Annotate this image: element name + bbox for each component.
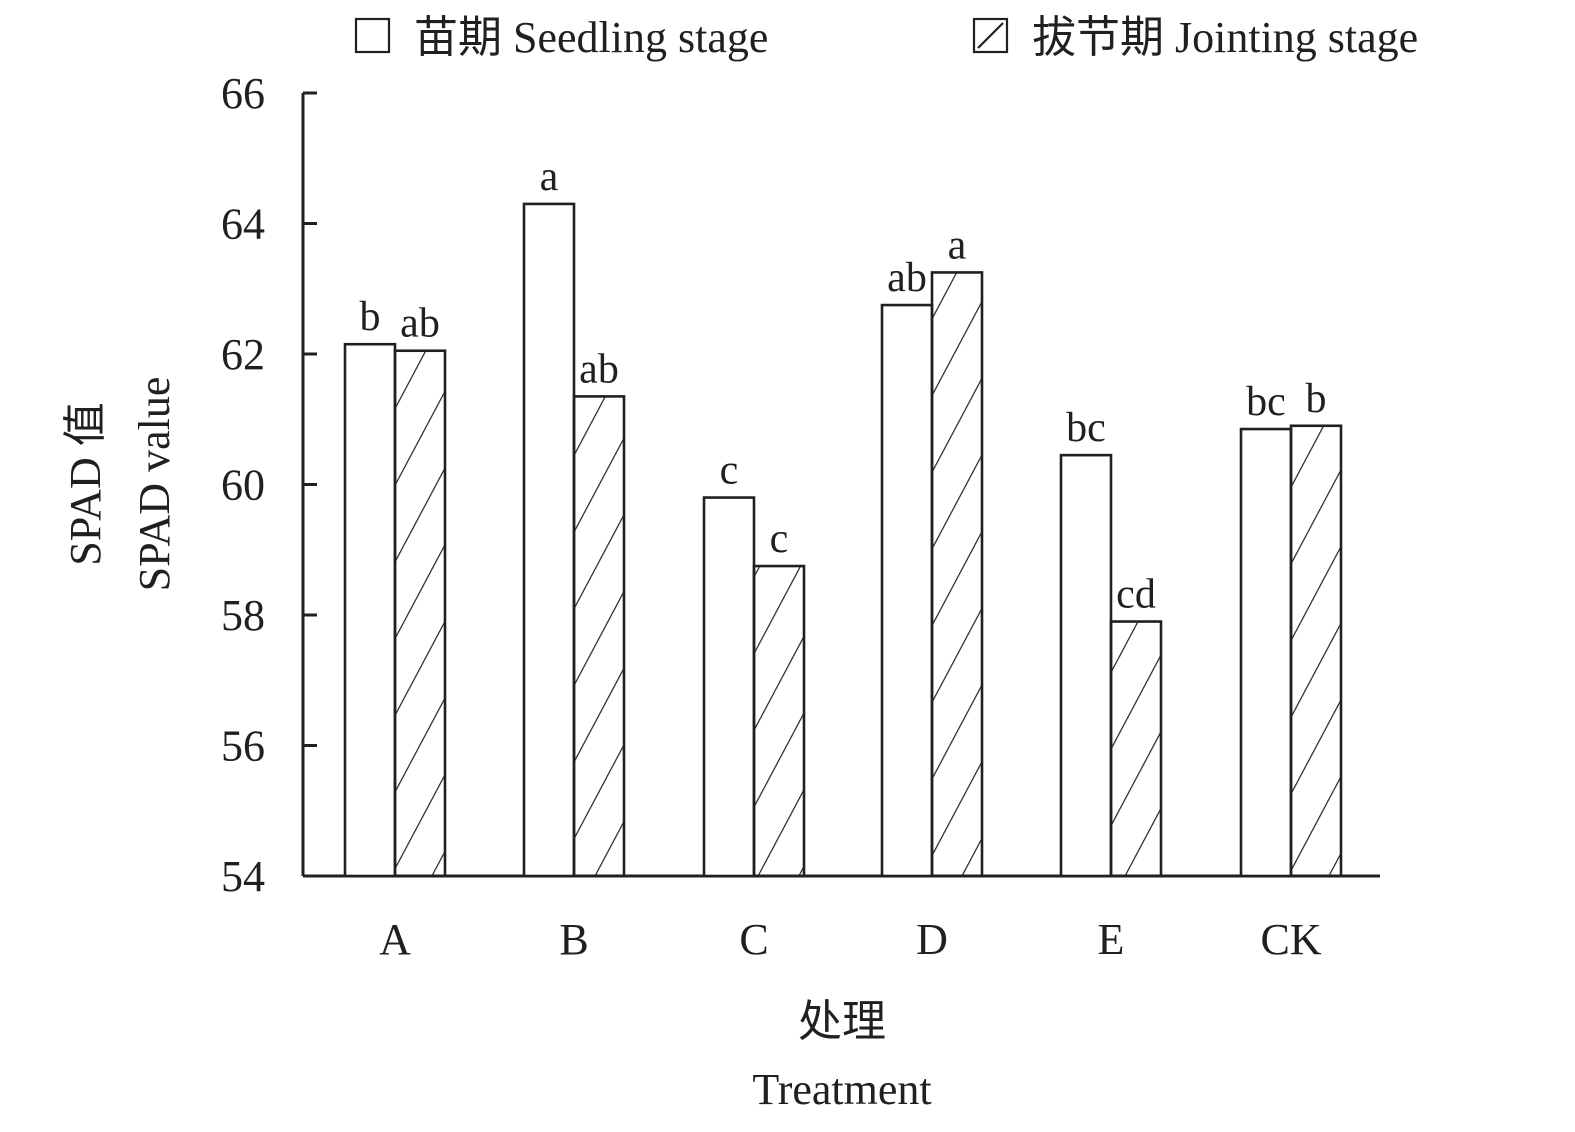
bar-seedling — [1239, 427, 1293, 878]
significance-label-seedling: bc — [1066, 405, 1106, 451]
y-tick-label: 64 — [221, 200, 265, 249]
x-axis-title-en: Treatment — [752, 1065, 931, 1114]
x-tick-label: E — [1098, 915, 1125, 964]
legend-swatch-seedling — [354, 17, 391, 54]
significance-label-jointing: a — [948, 222, 967, 268]
significance-label-seedling: a — [540, 154, 559, 200]
x-tick-label: CK — [1260, 915, 1321, 964]
x-tick-label: A — [379, 915, 411, 964]
legend: 苗期 Seedling stage 拔节期 Jointing stage — [354, 13, 1418, 62]
y-axis-title-en: SPAD value — [130, 377, 179, 592]
significance-label-jointing: ab — [579, 346, 619, 392]
bar-seedling — [880, 303, 934, 878]
bar-seedling — [702, 496, 756, 878]
significance-label-seedling: c — [720, 448, 739, 494]
y-tick-label: 54 — [221, 852, 265, 901]
bar-seedling — [343, 342, 397, 878]
significance-label-seedling: b — [360, 294, 381, 340]
bar-seedling — [522, 202, 576, 878]
bar-jointing — [930, 271, 984, 878]
significance-label-jointing: cd — [1116, 572, 1156, 618]
y-axis-title-cn: SPAD 值 — [61, 402, 110, 565]
significance-label-seedling: ab — [887, 255, 927, 301]
x-axis-title-cn: 处理 — [798, 997, 886, 1046]
x-tick-label: D — [916, 915, 948, 964]
significance-label-jointing: b — [1306, 376, 1327, 422]
y-tick-label: 56 — [221, 722, 265, 771]
x-axis-title: 处理 Treatment — [752, 997, 931, 1114]
bar-jointing — [1109, 620, 1163, 878]
bar-seedling — [1059, 453, 1113, 878]
bar-jointing — [572, 395, 626, 878]
y-tick-label: 62 — [221, 330, 265, 379]
y-tick-label: 60 — [221, 461, 265, 510]
bar-jointing — [752, 564, 806, 878]
significance-label-jointing: c — [770, 516, 789, 562]
legend-swatch-jointing-hatch — [977, 22, 1004, 49]
y-tick-label: 58 — [221, 591, 265, 640]
bar-jointing — [1289, 424, 1343, 878]
significance-label-jointing: ab — [400, 301, 440, 347]
x-tick-label: C — [739, 915, 768, 964]
bar-jointing — [393, 349, 447, 878]
y-tick-label: 66 — [221, 69, 265, 118]
legend-label-jointing: 拔节期 Jointing stage — [1032, 13, 1418, 62]
x-tick-label: B — [559, 915, 588, 964]
legend-label-seedling: 苗期 Seedling stage — [414, 13, 768, 62]
y-axis-title: SPAD 值 SPAD value — [61, 377, 179, 592]
significance-label-seedling: bc — [1246, 379, 1286, 425]
